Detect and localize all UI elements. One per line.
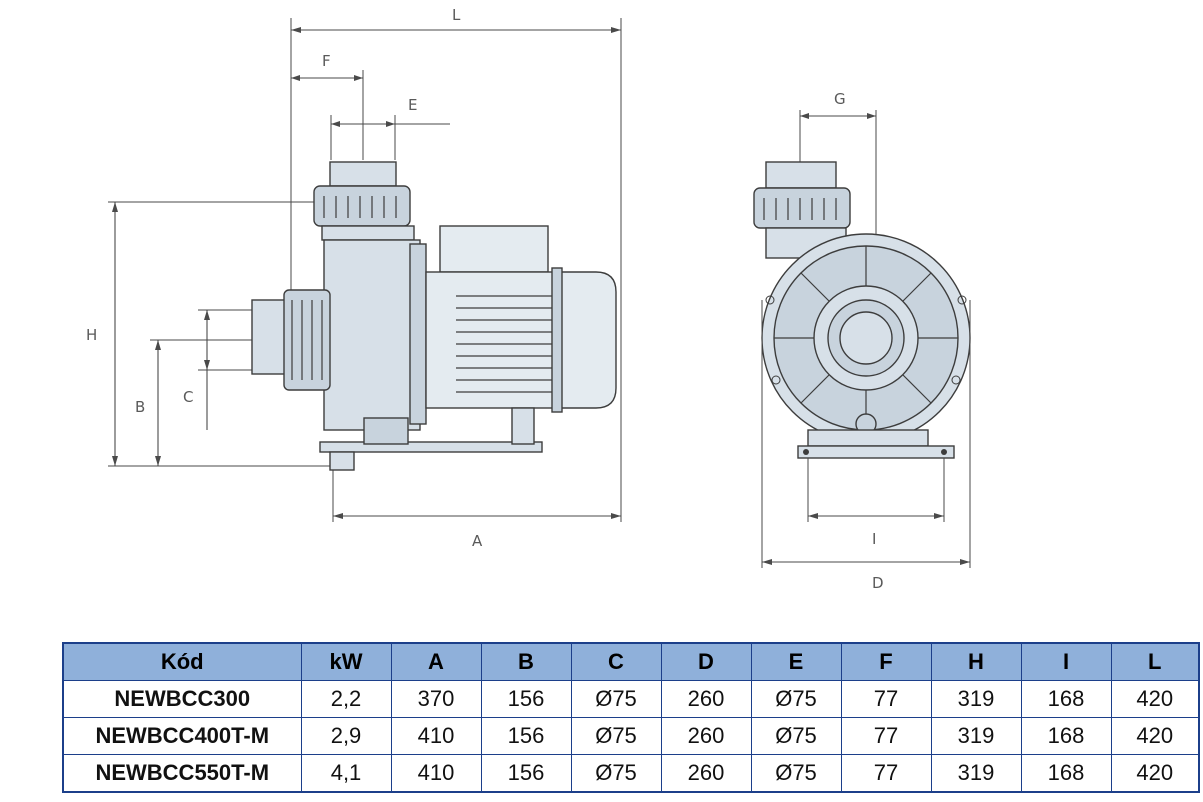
cell-i: 168 [1020,717,1112,755]
dim-label-E: E [408,96,417,114]
dim-label-B: B [135,398,145,416]
cell-code: NEWBCC550T-M [62,754,302,793]
cell-h: 319 [930,754,1022,793]
dim-label-I: I [872,530,876,548]
table-row: NEWBCC300 2,2 370 156 Ø75 260 Ø75 77 319… [62,680,1200,718]
header-h: H [930,642,1022,681]
cell-c: Ø75 [570,717,662,755]
cell-f: 77 [840,754,932,793]
cell-i: 168 [1020,680,1112,718]
dim-label-D: D [872,574,884,592]
cell-l: 420 [1110,754,1200,793]
header-a: A [390,642,482,681]
cell-code: NEWBCC400T-M [62,717,302,755]
cell-d: 260 [660,754,752,793]
dim-label-H: H [86,326,97,344]
cell-code: NEWBCC300 [62,680,302,718]
cell-b: 156 [480,717,572,755]
cell-kw: 2,9 [300,717,392,755]
cell-kw: 2,2 [300,680,392,718]
dim-label-C: C [183,388,193,406]
cell-h: 319 [930,680,1022,718]
cell-b: 156 [480,680,572,718]
header-b: B [480,642,572,681]
header-i: I [1020,642,1112,681]
cell-c: Ø75 [570,754,662,793]
cell-l: 420 [1110,680,1200,718]
side-view: L F E H B C [86,6,622,550]
dim-label-A: A [472,532,483,550]
header-e: E [750,642,842,681]
header-kod: Kód [62,642,302,681]
header-c: C [570,642,662,681]
header-kw: kW [300,642,392,681]
cell-kw: 4,1 [300,754,392,793]
dim-label-F: F [322,52,331,70]
cell-a: 410 [390,754,482,793]
cell-d: 260 [660,680,752,718]
table-header-row: Kód kW A B C D E F H I L [62,642,1200,681]
cell-h: 319 [930,717,1022,755]
cell-i: 168 [1020,754,1112,793]
cell-d: 260 [660,717,752,755]
cell-e: Ø75 [750,754,842,793]
spec-table: Kód kW A B C D E F H I L NEWBCC300 2,2 3… [62,642,1200,793]
cell-c: Ø75 [570,680,662,718]
table-row: NEWBCC550T-M 4,1 410 156 Ø75 260 Ø75 77 … [62,754,1200,793]
cell-e: Ø75 [750,717,842,755]
cell-a: 410 [390,717,482,755]
dim-label-G: G [834,90,846,108]
header-d: D [660,642,752,681]
cell-e: Ø75 [750,680,842,718]
cell-a: 370 [390,680,482,718]
cell-f: 77 [840,680,932,718]
dim-label-L: L [452,6,461,24]
table-row: NEWBCC400T-M 2,9 410 156 Ø75 260 Ø75 77 … [62,717,1200,755]
cell-l: 420 [1110,717,1200,755]
pump-technical-drawing: L F E H B C [86,6,971,592]
front-view: G I D [753,90,971,592]
header-f: F [840,642,932,681]
cell-b: 156 [480,754,572,793]
header-l: L [1110,642,1200,681]
cell-f: 77 [840,717,932,755]
